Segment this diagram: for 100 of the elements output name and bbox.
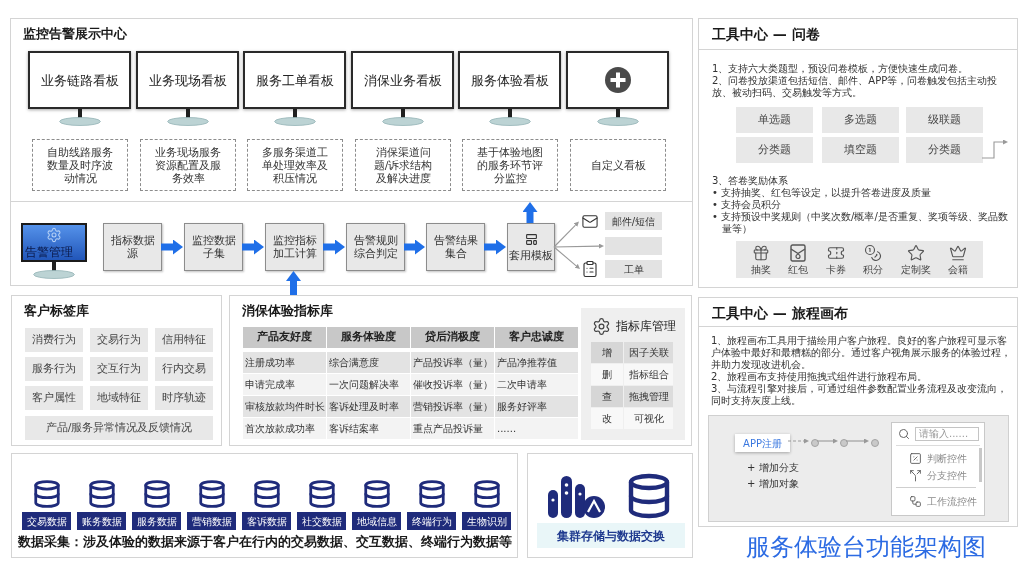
tag-chip: 信用特征 xyxy=(155,328,213,352)
table-cell: 可视化 xyxy=(624,408,673,429)
component-panel xyxy=(891,422,985,516)
table-cell: 服务好评率 xyxy=(495,396,578,417)
section-panel xyxy=(229,295,692,446)
add-action-text: + 增加分支 xyxy=(747,462,799,474)
section-panel xyxy=(10,202,693,286)
table-header-cell: 产品友好度 xyxy=(243,327,326,348)
table-cell: 产品净推荐值 xyxy=(495,352,578,373)
tag-chip: 交易行为 xyxy=(90,328,148,352)
arrow xyxy=(522,202,538,223)
tag-chip: 交互行为 xyxy=(90,357,148,381)
tag-chip: 产品/服务异常情况及反馈情况 xyxy=(25,416,213,440)
paragraph-text: 2、问卷投放渠道包括短信、邮件、APP等，问卷触发包括主动投放、被动扫码、交易触发等方式。 xyxy=(712,75,999,99)
dashed-note-box: 消保渠道问题/诉求结构及解决进度 xyxy=(355,139,451,191)
data-source-tag: 社交数据 xyxy=(297,512,346,530)
arrow xyxy=(323,239,345,255)
dashed-note-box: 基于体验地图的服务环节评分监控 xyxy=(462,139,558,191)
question-type-chip: 分类题 xyxy=(906,137,983,163)
channel-tag: 邮件/短信 xyxy=(605,212,662,230)
table-cell: 申请完成率 xyxy=(243,374,326,395)
arrow xyxy=(404,239,425,255)
screen-label: 告警管理 xyxy=(25,245,73,259)
table-cell: 指标组合 xyxy=(624,364,673,385)
table-cell: 改 xyxy=(591,408,623,429)
arrow xyxy=(484,239,506,255)
arrow xyxy=(553,221,579,248)
arrow xyxy=(816,438,838,444)
tag-chip: 服务行为 xyxy=(25,357,83,381)
process-box: 监控指标加工计算 xyxy=(265,223,324,271)
monitor-screen: 服务体验看板 xyxy=(458,51,561,109)
data-source-tag: 服务数据 xyxy=(132,512,181,530)
data-source-tag: 账务数据 xyxy=(77,512,126,530)
paragraph-text: 2、旅程画布支持使用拖拽式组件进行旅程布局。 xyxy=(711,371,929,383)
monitor-screen: 业务现场看板 xyxy=(136,51,239,109)
table-cell: 客诉结案率 xyxy=(327,418,410,439)
tag-chip: 地域特征 xyxy=(90,386,148,410)
paragraph-text: 3、答卷奖励体系 xyxy=(712,175,790,187)
table-cell: 重点产品投诉量 xyxy=(411,418,494,439)
bullet-text: • 支持预设中奖规则（中奖次数/概率/是否重复、奖项等级、奖品数量等） xyxy=(712,211,1009,235)
panel-heading: 客户标签库 xyxy=(24,303,89,319)
panel-heading: 工具中心 — 问卷 xyxy=(712,25,820,43)
tag-chip: 行内交易 xyxy=(155,357,213,381)
table-cell: 查 xyxy=(591,386,623,407)
monitor-screen: 服务工单看板 xyxy=(243,51,346,109)
panel-heading: 工具中心 — 旅程画布 xyxy=(712,304,848,322)
data-source-tag: 客诉数据 xyxy=(242,512,291,530)
arrow xyxy=(553,246,580,270)
process-box xyxy=(507,223,555,271)
arrow xyxy=(286,271,301,295)
control-label: 分支控件 xyxy=(927,469,967,482)
reward-label: 卡券 xyxy=(825,264,846,275)
channel-tag xyxy=(605,237,662,255)
monitor-screen: 消保业务看板 xyxy=(351,51,454,109)
table-cell: 营销投诉率（量） xyxy=(411,396,494,417)
reward-label: 会籍 xyxy=(948,264,969,275)
table-cell: ...... xyxy=(495,418,578,439)
table-cell: 催收投诉率（量） xyxy=(411,374,494,395)
paragraph-text: 1、支持六大类题型，预设问卷模板，方便快速生成问卷。 xyxy=(712,63,970,75)
reward-strip xyxy=(736,241,983,278)
arrow xyxy=(845,438,869,444)
monitor-screen xyxy=(21,223,87,262)
table-header-cell: 客户忠诚度 xyxy=(495,327,578,348)
table-cell: 综合满意度 xyxy=(327,352,410,373)
bullet-text: • 支持会员积分 xyxy=(712,199,783,211)
table-cell: 删 xyxy=(591,364,623,385)
data-source-tag: 营销数据 xyxy=(187,512,236,530)
data-source-tag: 终端行为 xyxy=(407,512,456,530)
question-type-chip: 级联题 xyxy=(906,107,983,133)
process-box: 指标数据源 xyxy=(103,223,162,271)
dashed-note-box: 自助线路服务数量及时序波动情况 xyxy=(32,139,128,191)
table-cell: 首次放款成功率 xyxy=(243,418,326,439)
data-source-tag: 交易数据 xyxy=(22,512,71,530)
table-cell: 注册成功率 xyxy=(243,352,326,373)
section-panel xyxy=(10,18,693,202)
diagram-title: 服务体验台功能架构图 xyxy=(746,533,986,561)
reward-label: 抽奖 xyxy=(750,264,771,275)
canvas-mockup xyxy=(708,415,1009,522)
table-cell: 审核放款均件时长 xyxy=(243,396,326,417)
add-action-text: + 增加对象 xyxy=(747,478,799,490)
arrow xyxy=(161,239,183,255)
question-type-chip: 多选题 xyxy=(822,107,899,133)
reward-label: 积分 xyxy=(863,264,884,275)
control-label: 工作流控件 xyxy=(927,495,977,508)
panel-heading: 指标库管理 xyxy=(616,319,676,334)
arrow xyxy=(787,438,809,444)
reward-label: 定制奖 xyxy=(900,264,931,275)
process-box: 监控数据子集 xyxy=(184,223,243,271)
tag-chip: 客户属性 xyxy=(25,386,83,410)
table-cell: 增 xyxy=(591,342,623,363)
table-header-cell: 贷后消极度 xyxy=(411,327,494,348)
monitor-screen xyxy=(566,51,669,109)
dashed-note-box: 多服务渠道工单处理效率及积压情况 xyxy=(247,139,343,191)
process-box: 告警规则综合判定 xyxy=(346,223,405,271)
process-label: 套用模板 xyxy=(509,248,553,262)
section-panel xyxy=(698,18,1018,288)
bullet-text: • 支持抽奖、红包等设定，以提升答卷进度及质量 xyxy=(712,187,933,199)
process-box: 告警结果集合 xyxy=(426,223,485,271)
dashed-note-box: 业务现场服务资源配置及服务效率 xyxy=(140,139,236,191)
clipboard-icon xyxy=(581,259,599,279)
